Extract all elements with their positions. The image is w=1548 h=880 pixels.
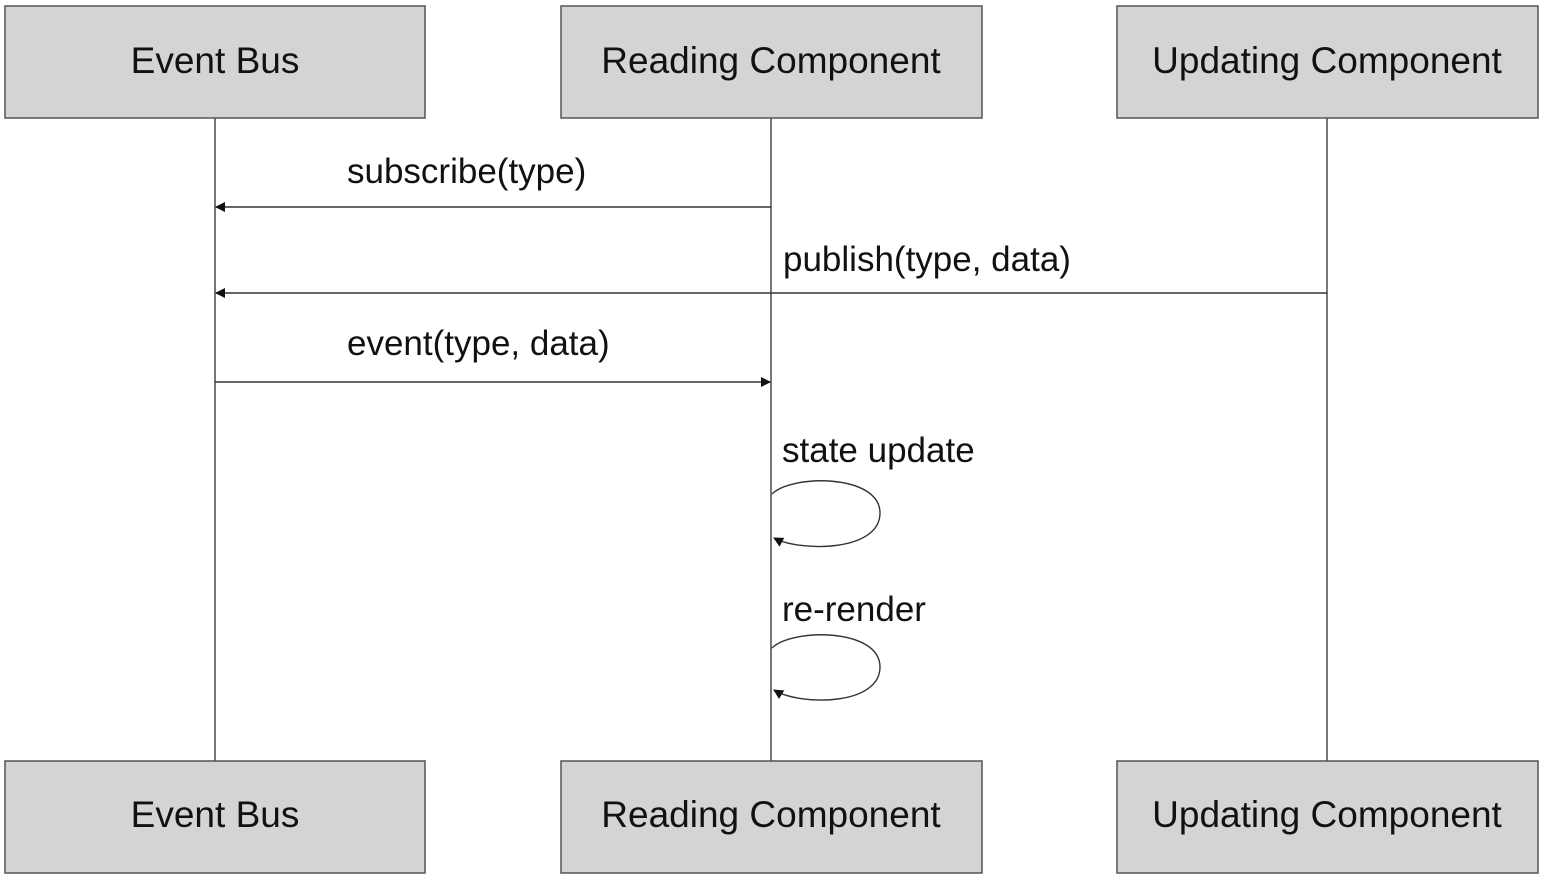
participant-top-updating-component: Updating Component	[1116, 5, 1539, 119]
message-label: subscribe(type)	[347, 152, 586, 191]
participant-label: Event Bus	[131, 794, 300, 835]
participant-top-reading-component: Reading Component	[560, 5, 983, 119]
message-label: publish(type, data)	[783, 240, 1071, 279]
message-label: event(type, data)	[347, 324, 610, 363]
participant-top-event-bus: Event Bus	[4, 5, 426, 119]
message-re-render: re-render	[771, 590, 926, 701]
message-publish: publish(type, data)	[215, 240, 1327, 298]
message-subscribe: subscribe(type)	[215, 152, 771, 212]
participant-label: Event Bus	[131, 40, 300, 81]
message-label: state update	[782, 431, 975, 470]
participant-label: Updating Component	[1152, 40, 1502, 81]
message-state-update: state update	[771, 431, 975, 548]
message-label: re-render	[782, 590, 926, 629]
participant-bottom-updating-component: Updating Component	[1116, 760, 1539, 874]
message-event: event(type, data)	[215, 324, 771, 387]
participant-label: Reading Component	[601, 40, 941, 81]
participant-label: Reading Component	[601, 794, 941, 835]
participant-bottom-event-bus: Event Bus	[4, 760, 426, 874]
participant-bottom-reading-component: Reading Component	[560, 760, 983, 874]
participant-label: Updating Component	[1152, 794, 1502, 835]
